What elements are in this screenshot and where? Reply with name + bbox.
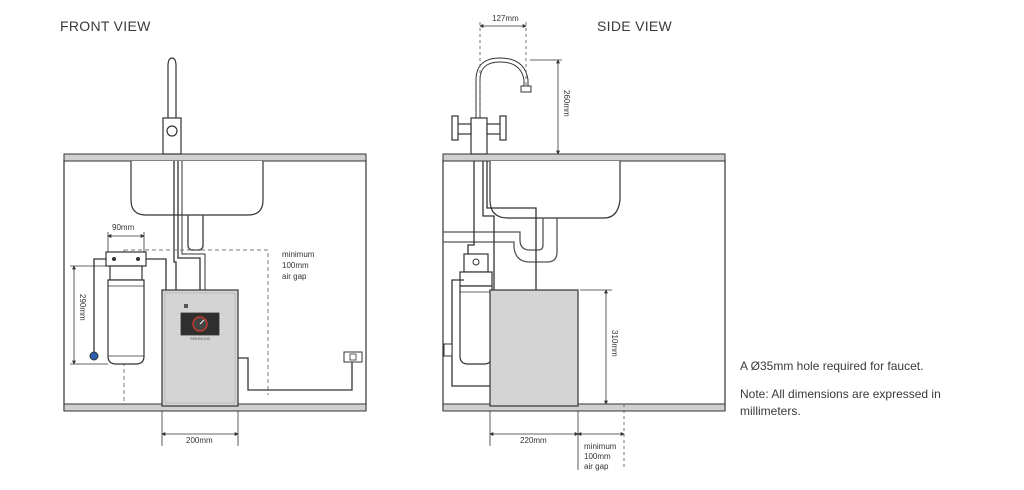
dim-unit-height: 310mm xyxy=(610,330,619,357)
front-countertop xyxy=(63,153,367,162)
front-air-gap-line1: minimum xyxy=(282,250,315,259)
front-sink-bowl xyxy=(130,161,264,216)
side-cabinet-base xyxy=(442,403,726,412)
front-view: SPARK140 90mm 290mm 200mm minimum 100mm xyxy=(63,57,367,446)
water-inlet-valve-icon xyxy=(89,351,99,361)
front-view-title: FRONT VIEW xyxy=(60,18,151,34)
dimensions-note: Note: All dimensions are expressed in mi… xyxy=(740,387,941,418)
side-view: 127mm 260mm xyxy=(442,14,726,471)
front-faucet xyxy=(162,57,182,155)
unit-model-label: SPARK140 xyxy=(190,336,211,341)
dim-filter-width: 90mm xyxy=(112,223,135,232)
dim-faucet-reach: 127mm xyxy=(492,14,519,23)
dim-faucet-height: 260mm xyxy=(562,90,571,117)
side-air-gap-line2: 100mm xyxy=(584,452,611,461)
power-outlet-icon xyxy=(343,351,363,363)
side-sink-bowl xyxy=(489,161,621,219)
side-faucet xyxy=(451,57,532,155)
front-boiler-unit: SPARK140 xyxy=(161,289,239,407)
side-inlet-valve-icon xyxy=(443,343,453,357)
side-view-title: SIDE VIEW xyxy=(597,18,673,34)
dim-unit-width: 200mm xyxy=(186,436,213,445)
side-filter xyxy=(459,253,493,365)
front-filter xyxy=(105,251,147,365)
side-air-gap-line1: minimum xyxy=(584,442,617,451)
side-air-gap-line3: air gap xyxy=(584,462,609,471)
side-countertop xyxy=(442,153,726,162)
front-air-gap-line2: 100mm xyxy=(282,261,309,270)
dim-filter-height: 290mm xyxy=(78,294,87,321)
dim-unit-depth: 220mm xyxy=(520,436,547,445)
faucet-hole-note: A Ø35mm hole required for faucet. xyxy=(740,359,924,373)
front-air-gap-line3: air gap xyxy=(282,272,307,281)
side-boiler-unit xyxy=(489,289,579,407)
